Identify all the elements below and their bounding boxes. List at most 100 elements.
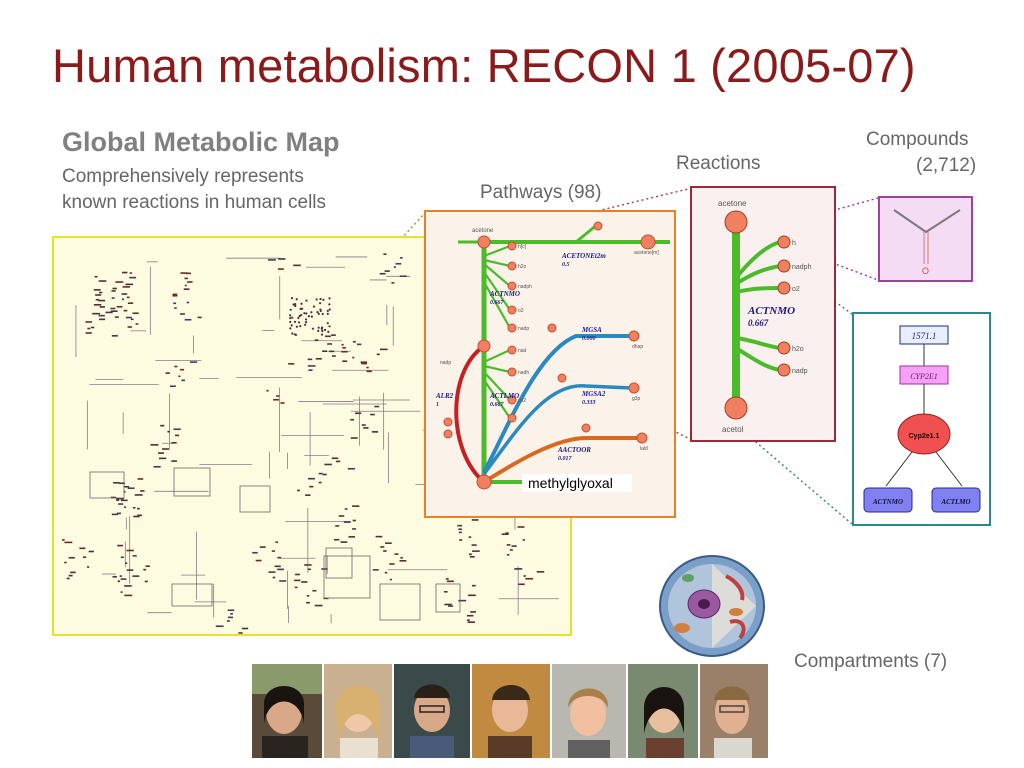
oxygen-atom-label: O <box>922 266 929 276</box>
reaction-node-top <box>724 210 748 234</box>
node-h <box>593 221 603 231</box>
carbon-backbone <box>893 209 961 234</box>
node-red-side-2 <box>443 429 453 439</box>
pw-side-4: nadp <box>518 326 529 332</box>
team-photos <box>252 664 768 758</box>
pw-rxn-value-1: 0.667 <box>490 300 505 306</box>
pw-rxn-label-1: ACTNMO <box>489 290 520 298</box>
entrez-gene-label: 1571.1 <box>912 331 937 341</box>
reaction-side-node-0 <box>777 235 791 249</box>
pw-rxn-label-0: ACETONEt2m <box>561 252 606 260</box>
green-branch-2 <box>483 349 511 419</box>
photo-4 <box>472 664 550 758</box>
edge-protein-to-rxn-1 <box>935 451 963 487</box>
gene-protein-reaction-panel: 1571.1 CYP2E1 Cyp2e1.1 ACTNMO ACTLMO <box>852 312 991 526</box>
compounds-label-line2: (2,712) <box>916 155 977 176</box>
reaction-top-label: acetone <box>718 199 747 208</box>
pw-rxn-label-5: ALR2 <box>435 392 454 400</box>
node-side-1 <box>507 241 517 251</box>
red-flux <box>454 344 486 484</box>
pw-bottom-label: methylglyoxal <box>528 475 613 491</box>
pw-side-11: lald <box>640 446 648 452</box>
photo-5 <box>552 664 626 758</box>
node-side-8 <box>507 395 517 405</box>
pw-side-7: co2 <box>518 398 526 404</box>
node-side-2 <box>507 261 517 271</box>
pw-rxn-label-3: ACTLMO <box>489 392 519 400</box>
double-bond <box>923 232 929 264</box>
photo-3 <box>394 664 470 758</box>
gpr-rxn-box-0 <box>863 487 913 513</box>
reaction-network: acetone acetol ACTNMO 0.667 h nadph o2 h… <box>718 199 812 434</box>
photo-2 <box>324 664 392 758</box>
pw-rxn-value-6: 0.017 <box>558 456 573 462</box>
methylglyoxal-label-bg <box>522 474 632 492</box>
pw-side-3: o2 <box>518 308 524 314</box>
cell-drawing <box>659 555 765 657</box>
blue-flux-2 <box>482 384 633 476</box>
pw-rxn-value-3: 0.667 <box>490 402 505 408</box>
reaction-side-node-4 <box>777 363 791 377</box>
node-orange-side <box>581 423 591 433</box>
node-methylglyoxal <box>476 474 492 490</box>
reactions-label: Reactions <box>676 153 761 174</box>
cell-illustration <box>652 548 774 660</box>
gpr-rxn-label-0: ACTNMO <box>872 498 903 506</box>
pw-side-8: acetone[m] <box>634 250 659 256</box>
reaction-node-bottom <box>724 396 748 420</box>
reaction-side-label-1: nadph <box>792 264 812 271</box>
pw-rxn-value-0: 0.5 <box>562 262 570 268</box>
pw-side-10: g3p <box>632 396 641 402</box>
node-acetone <box>477 235 491 249</box>
pw-rxn-value-4: 0.333 <box>582 400 596 406</box>
pw-side-1: h2o <box>518 264 527 270</box>
nucleolus <box>698 599 710 609</box>
node-dhap <box>628 330 640 342</box>
node-blue-side-2 <box>557 373 567 383</box>
slide-title: Human metabolism: RECON 1 (2005-07) <box>52 39 916 92</box>
pathways-label: Pathways (98) <box>480 182 602 203</box>
pw-rxn-value-2: 0.000 <box>582 336 596 342</box>
reaction-detail-panel: acetone acetol ACTNMO 0.667 h nadph o2 h… <box>690 186 836 442</box>
reaction-side-node-2 <box>777 281 791 295</box>
pw-rxn-label-4: MGSA2 <box>581 390 606 398</box>
pw-rxn-value-5: 1 <box>436 402 439 408</box>
node-acetol <box>477 339 491 353</box>
pw-rxn-label-6: AACTOOR <box>557 446 591 454</box>
compound-structure-panel: O <box>878 196 973 282</box>
pw-rxn-label-2: MGSA <box>581 326 602 334</box>
pathway-network: acetone ACETONEt2m 0.5 ACTNMO 0.667 MGSA… <box>435 221 670 492</box>
compounds-label-line1: Compounds <box>866 129 969 150</box>
node-side-5 <box>507 323 517 333</box>
photo-6 <box>628 664 698 758</box>
cell-cutaway <box>712 564 756 648</box>
pw-side-9: dhap <box>632 344 643 350</box>
global-map-desc-line1: Comprehensively represents <box>62 166 304 187</box>
gpr-diagram: 1571.1 CYP2E1 Cyp2e1.1 ACTNMO ACTLMO <box>863 325 981 513</box>
reaction-side-node-3 <box>777 341 791 355</box>
organelles-er <box>725 574 746 640</box>
reaction-side-fluxes <box>734 240 781 372</box>
reaction-value: 0.667 <box>748 318 769 328</box>
reaction-side-label-2: o2 <box>792 286 800 293</box>
photo-1 <box>252 664 322 758</box>
reaction-bottom-label: acetol <box>722 425 744 434</box>
connector-reaction-to-gene-bottom <box>743 431 853 525</box>
photo-strip <box>252 664 768 758</box>
node-side-3 <box>507 281 517 291</box>
mitochondrion-2 <box>729 608 743 616</box>
gpr-rxn-box-1 <box>931 487 981 513</box>
global-map-heading: Global Metabolic Map <box>62 127 340 157</box>
gpr-rxn-label-1: ACTLMO <box>940 498 970 506</box>
vesicle <box>682 574 694 582</box>
global-map-desc-line2: known reactions in human cells <box>62 192 327 213</box>
node-lald <box>636 432 648 444</box>
protein-label: Cyp2e1.1 <box>909 433 940 440</box>
protein-ellipse <box>897 413 951 455</box>
pw-side-6: nadh <box>518 370 529 376</box>
reaction-name: ACTNMO <box>747 305 795 317</box>
pw-side-12: nadp <box>440 360 451 366</box>
pw-side-5: nad <box>518 348 527 354</box>
edge-protein-to-rxn-0 <box>885 451 913 487</box>
orange-flux <box>482 436 642 484</box>
